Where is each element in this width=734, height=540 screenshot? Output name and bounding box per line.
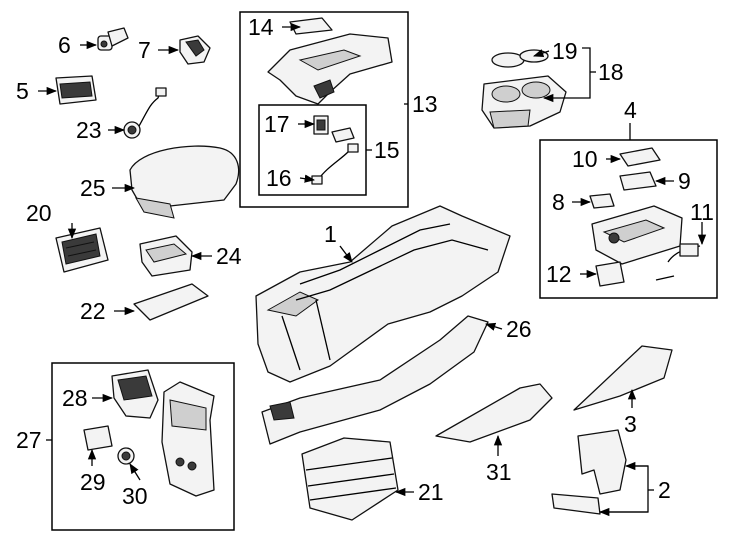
- group-box-4: [539, 139, 718, 299]
- callout-30: 30: [122, 483, 148, 509]
- callout-26: 26: [506, 316, 532, 342]
- part-12-module: [595, 261, 625, 287]
- part-26-base-trim: [261, 315, 489, 445]
- part-28-control-panel: [111, 369, 159, 419]
- part-27-rear-panel: [161, 381, 215, 497]
- part-8-pad: [589, 193, 615, 209]
- leader-30: [129, 463, 141, 481]
- callout-13: 13: [412, 91, 438, 117]
- callout-2: 2: [658, 477, 671, 503]
- part-11-harness: [655, 243, 701, 281]
- callout-27: 27: [16, 427, 42, 453]
- callout-15: 15: [374, 137, 400, 163]
- callout-16: 16: [266, 165, 292, 191]
- callout-22: 22: [80, 298, 106, 324]
- callout-5: 5: [16, 78, 29, 104]
- callout-24: 24: [216, 243, 242, 269]
- part-9-pad: [619, 171, 657, 191]
- part-4-bin: [591, 205, 683, 265]
- callout-7: 7: [138, 37, 151, 63]
- callout-11: 11: [690, 199, 714, 225]
- part-14-cover: [289, 17, 333, 35]
- part-25-armrest: [129, 145, 240, 219]
- callout-3: 3: [624, 411, 637, 437]
- callout-14: 14: [248, 14, 274, 40]
- callout-6: 6: [58, 32, 71, 58]
- callout-28: 28: [62, 385, 88, 411]
- group-box-27: [51, 362, 235, 531]
- part-29-switch: [83, 425, 113, 451]
- callout-1: 1: [324, 221, 337, 247]
- part-16-harness: [311, 143, 359, 185]
- leader-16: [299, 174, 316, 183]
- callout-21: 21: [418, 479, 444, 505]
- callout-17: 17: [264, 111, 290, 137]
- callout-18: 18: [598, 59, 624, 85]
- part-19-cup-liner: [491, 49, 549, 68]
- callout-12: 12: [546, 261, 572, 287]
- leader-26: [485, 322, 503, 331]
- part-30-outlet: [117, 447, 135, 465]
- callout-25: 25: [80, 175, 106, 201]
- callout-23: 23: [76, 117, 102, 143]
- callout-20: 20: [26, 200, 52, 226]
- part-31-side-panel: [435, 383, 553, 443]
- part-1-console-body: [255, 205, 511, 383]
- callout-8: 8: [552, 189, 565, 215]
- group-box-13: [239, 11, 409, 208]
- part-5-usb-jack: [55, 75, 97, 105]
- bracket-18: [582, 47, 591, 99]
- part-20-switch-panel: [55, 227, 109, 273]
- part-3-side-panel: [573, 345, 673, 411]
- part-7-plug: [179, 35, 211, 65]
- callout-10: 10: [572, 146, 598, 172]
- part-17-connector: [313, 115, 355, 143]
- callout-9: 9: [678, 168, 691, 194]
- part-22-mat: [133, 283, 209, 321]
- part-10-pad: [619, 147, 661, 167]
- callout-4: 4: [624, 97, 637, 123]
- part-18-cup-holder: [481, 75, 567, 129]
- callout-31: 31: [486, 459, 512, 485]
- leader-19: [533, 49, 550, 57]
- part-2-bracket: [551, 429, 627, 515]
- part-23-socket: [123, 87, 167, 139]
- callout-29: 29: [80, 469, 106, 495]
- part-24-tray: [139, 235, 193, 277]
- part-13-upper-panel: [267, 33, 393, 105]
- callout-19: 19: [552, 38, 578, 64]
- part-6-knob: [97, 27, 129, 51]
- leader-1: [339, 245, 353, 263]
- part-21-storage-box: [301, 437, 399, 521]
